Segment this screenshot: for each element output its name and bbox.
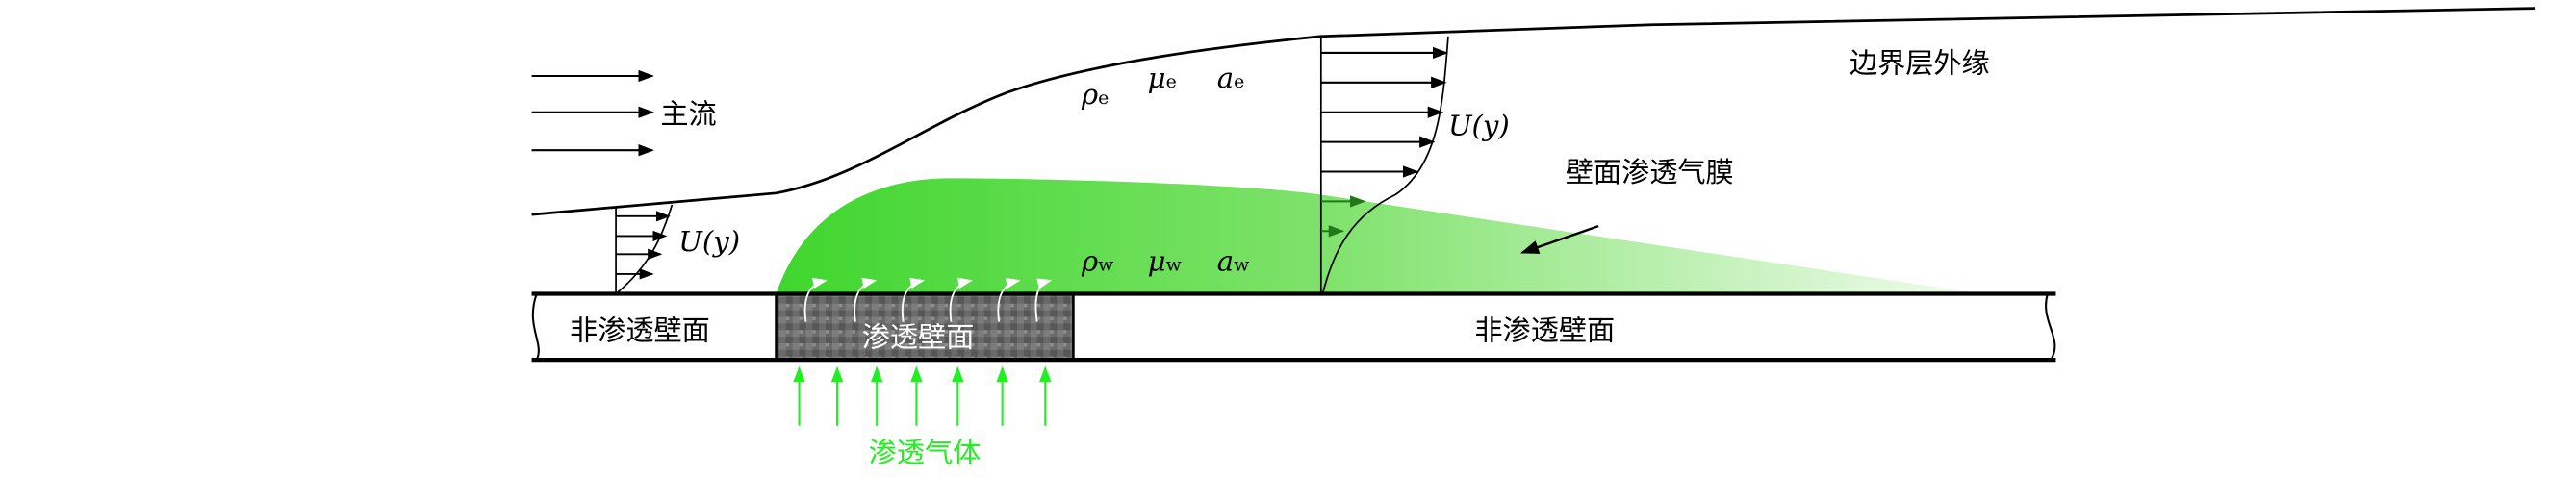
a-e: a bbox=[1217, 62, 1234, 94]
svg-text:ρw: ρw bbox=[1081, 244, 1113, 277]
mu-w-sub: w bbox=[1166, 254, 1182, 275]
a-e-sub: e bbox=[1234, 71, 1244, 92]
wall-properties: ρw μw aw bbox=[1081, 244, 1249, 277]
permeable-wall bbox=[776, 293, 1074, 361]
mu-e: μ bbox=[1148, 62, 1166, 94]
permeate-gas-arrows bbox=[793, 365, 1052, 426]
a-w-sub: w bbox=[1234, 254, 1249, 275]
wall-gas-film bbox=[776, 178, 1982, 294]
svg-text:ρe: ρe bbox=[1081, 78, 1109, 111]
boundary-layer-edge-label: 边界层外缘 bbox=[1849, 47, 1990, 80]
main-flow-label: 主流 bbox=[660, 98, 716, 131]
main-flow-arrows bbox=[531, 69, 654, 157]
rho-w-sub: w bbox=[1098, 254, 1113, 275]
left-profile-label: U(y) bbox=[678, 225, 740, 258]
seepage-arrows bbox=[803, 277, 1053, 322]
right-profile-label: U(y) bbox=[1448, 110, 1510, 142]
edge-properties: ρe μe ae bbox=[1081, 62, 1244, 111]
rho-e-sub: e bbox=[1098, 88, 1109, 109]
svg-text:aw: aw bbox=[1217, 244, 1250, 277]
permeable-wall-label: 渗透壁面 bbox=[862, 320, 975, 353]
mu-w: μ bbox=[1148, 244, 1166, 277]
svg-text:ae: ae bbox=[1217, 62, 1245, 94]
film-pointer-arrow bbox=[1519, 224, 1599, 254]
svg-text:μe: μe bbox=[1148, 62, 1177, 94]
impermeable-wall-left-label: 非渗透壁面 bbox=[570, 314, 710, 347]
left-velocity-profile bbox=[615, 204, 674, 295]
impermeable-wall-right-label: 非渗透壁面 bbox=[1474, 314, 1615, 347]
rho-w: ρ bbox=[1081, 244, 1098, 277]
permeate-gas-label: 渗透气体 bbox=[869, 437, 982, 469]
rho-e: ρ bbox=[1081, 78, 1098, 111]
boundary-layer-edge-line bbox=[531, 7, 2536, 216]
wall-film-label: 壁面渗透气膜 bbox=[1566, 156, 1734, 188]
a-w: a bbox=[1217, 244, 1234, 277]
right-velocity-profile bbox=[1319, 36, 1449, 294]
mu-e-sub: e bbox=[1166, 71, 1177, 92]
svg-text:μw: μw bbox=[1148, 244, 1182, 277]
